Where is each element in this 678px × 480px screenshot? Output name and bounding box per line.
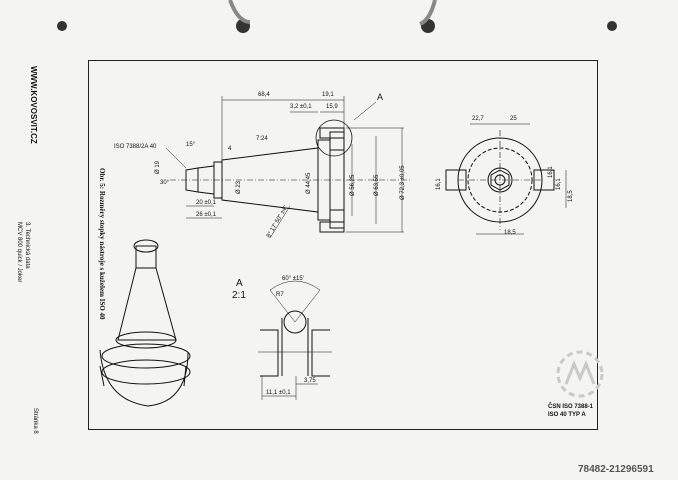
dim-d56-25: Ø 56,25 xyxy=(350,174,356,196)
detail-scale: 2:1 xyxy=(232,290,246,301)
dim-25: 25 xyxy=(510,116,517,122)
dim-4: 4 xyxy=(228,146,232,152)
dim-r7: R7 xyxy=(276,292,284,298)
dim-iso-ref: ISO 7388/2A 40 xyxy=(114,144,157,150)
detail-marker: A xyxy=(377,92,384,102)
dim-d72-3: Ø 72,3 ±0,05 xyxy=(400,165,406,200)
dim-19-1: 19,1 xyxy=(322,92,334,98)
binder-rings xyxy=(57,0,617,33)
dim-16-1-b: 16,1 xyxy=(548,166,554,178)
binder-hole-1 xyxy=(57,21,67,31)
dim-60-deg: 60° ±15' xyxy=(282,276,304,282)
isometric-view xyxy=(99,239,191,407)
dim-20: 20 ±0,1 xyxy=(196,200,216,206)
dim-taper-ratio: 7:24 xyxy=(256,136,268,142)
dim-18-5-a: 18,5 xyxy=(568,190,574,202)
watermark-id: 78482-21296591 xyxy=(578,464,654,475)
dim-16-1-c: 16,1 xyxy=(556,178,562,190)
dim-22-7: 22,7 xyxy=(472,116,484,122)
dim-d44-45: Ø 44,45 xyxy=(306,172,312,194)
dim-15-deg: 15° xyxy=(186,142,196,148)
dim-d63-55: Ø 63,55 xyxy=(374,174,380,196)
binder-ring-2 xyxy=(419,0,437,26)
binder-hole-4 xyxy=(607,21,617,31)
dim-30-deg: 30° xyxy=(160,180,170,186)
detail-letter: A xyxy=(236,278,243,289)
dim-68-4: 68,4 xyxy=(258,92,270,98)
front-view xyxy=(445,123,567,235)
dim-3-75: 3,75 xyxy=(304,378,316,384)
dim-3-2: 3,2 ±0,1 xyxy=(290,104,312,110)
dim-26: 26 ±0,1 xyxy=(196,212,216,218)
side-view xyxy=(165,96,410,239)
detail-view xyxy=(258,280,332,400)
standard-line-1: ČSN ISO 7388-1 xyxy=(548,404,594,410)
dim-d19: Ø 19 xyxy=(155,160,161,174)
watermark-logo xyxy=(556,350,604,398)
drawing-frame xyxy=(88,60,598,430)
binder-ring-1 xyxy=(228,0,251,24)
dim-18-5-b: 18,5 xyxy=(504,230,516,236)
dim-16-1-a: 16,1 xyxy=(436,178,442,190)
dim-15-9: 15,9 xyxy=(326,104,338,110)
standard-line-2: ISO 40 TYP A xyxy=(548,412,586,418)
dim-d23: Ø 23 xyxy=(236,180,242,194)
dim-11-1: 11,1 ±0,1 xyxy=(266,390,291,396)
